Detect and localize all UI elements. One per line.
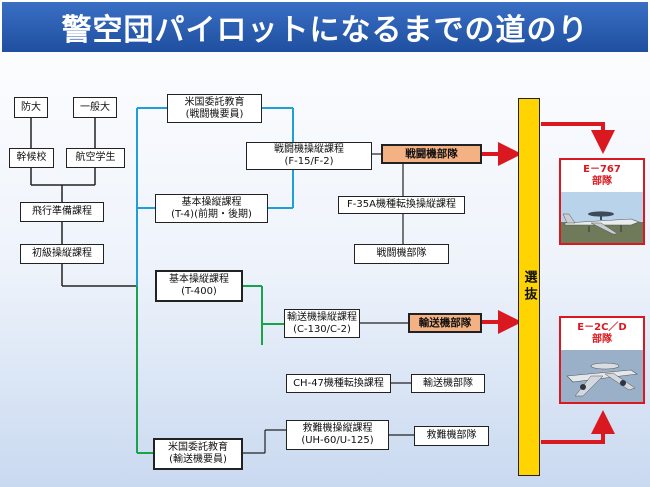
kyuunan-butai-box: 救難機部隊 (414, 426, 489, 446)
kankou-box: 幹候校 (9, 148, 54, 168)
kihon-t400-box: 基本操縦課程(T-400) (155, 270, 243, 302)
bodai-box: 防大 (14, 97, 48, 118)
e2cd-aircraft-icon (561, 350, 643, 402)
e2cd-unit: 部隊 (592, 334, 612, 345)
yusouki-butai-box: 輸送機部隊 (411, 374, 485, 393)
transport-path-lines (136, 285, 284, 454)
right-connector-lines (243, 153, 414, 454)
e2cd-name: E－2C／D (577, 322, 627, 333)
koukuu-gakusei-box: 航空学生 (66, 148, 125, 168)
e2cd-photo (561, 350, 643, 402)
beikoku-yusou-box: 米国委託教育(輸送機要員) (153, 438, 243, 470)
base-path-lines (30, 118, 137, 287)
f35a-box: F-35A機種転換操縦課程 (338, 196, 465, 214)
sentouki-butai-box: 戦闘機部隊 (354, 244, 449, 264)
yusouki-butai-highlight-box: 輸送機部隊 (408, 313, 482, 333)
fighter-path-lines (136, 107, 294, 286)
yusouki-soujuu-box: 輸送機操縦課程(C-130/C-2) (284, 309, 360, 338)
ch47-box: CH-47機種転換課程 (286, 374, 391, 393)
e767-unit: 部隊 (592, 176, 612, 187)
e767-name: E－767 (583, 164, 621, 175)
e767-aircraft-icon (561, 192, 643, 243)
sentouki-butai-highlight-box: 戦闘機部隊 (381, 144, 482, 164)
red-arrows (482, 122, 615, 444)
page-title: 警空団パイロットになるまでの道のり (2, 2, 648, 52)
ippan-dai-box: 一般大 (73, 97, 117, 118)
selection-bar: 選抜 (518, 98, 540, 476)
shokyu-box: 初級操縦課程 (20, 244, 104, 264)
kyuunan-soujuu-box: 救難機操縦課程(UH-60/U-125) (286, 420, 389, 450)
beikoku-sentou-box: 米国委託教育(戦闘機要員) (167, 94, 262, 123)
sentouki-soujuu-box: 戦闘機操縦課程(F-15/F-2) (246, 142, 372, 170)
kihon-t4-box: 基本操縦課程(T-4)(前期・後期) (155, 194, 268, 223)
e767-photo (561, 192, 643, 243)
hikou-junbi-box: 飛行準備課程 (20, 202, 104, 222)
